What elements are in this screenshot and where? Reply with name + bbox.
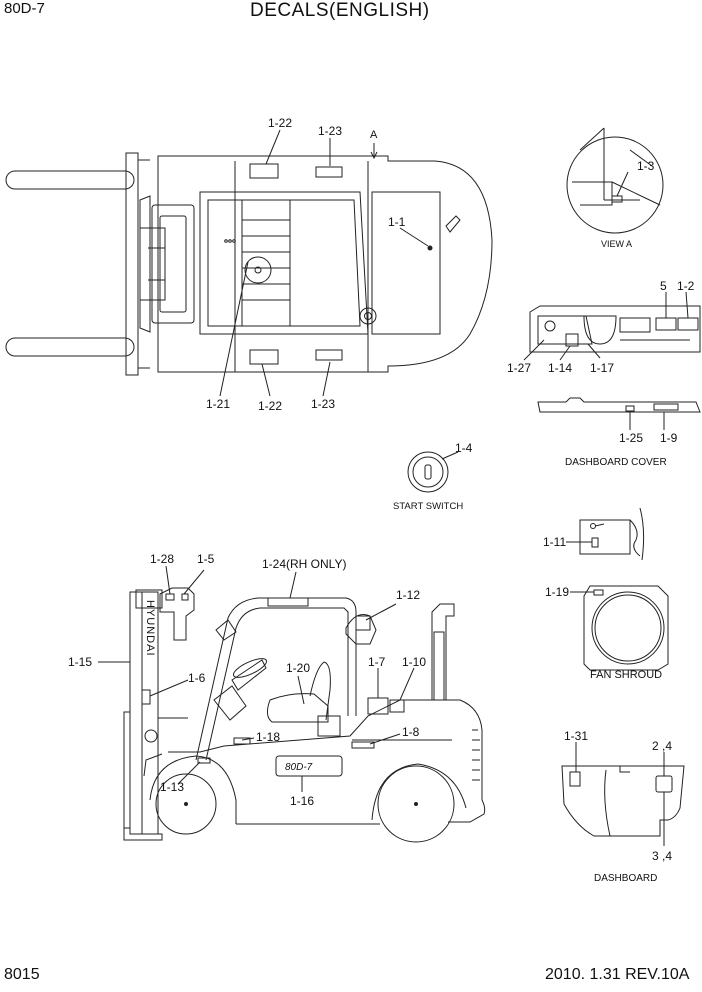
decal-1-12: [355, 615, 371, 631]
decal-1-22-top: [249, 163, 279, 179]
decal-1-5: [181, 593, 189, 601]
carriage-plate: [125, 152, 139, 376]
decal-1-11-detail: [566, 507, 645, 561]
dashboard-cover-label: DASHBOARD COVER: [565, 457, 667, 468]
decal-1-13: [197, 757, 211, 764]
callout-1-15: 1-15: [68, 655, 92, 669]
callout-5: 5: [660, 279, 667, 293]
decal-1-6: [141, 689, 151, 705]
callout-1-1: 1-1: [388, 215, 406, 229]
decal-1-23-bottom: [315, 349, 343, 361]
decal-1-11: [591, 537, 599, 548]
callout-1-20: 1-20: [286, 661, 310, 675]
decal-1-18: [233, 737, 251, 745]
callout-3-4: 3 ,4: [652, 849, 672, 863]
callout-1-31: 1-31: [564, 729, 588, 743]
callout-1-2: 1-2: [677, 279, 695, 293]
decal-1-24: [267, 597, 309, 607]
decal-1-28: [165, 593, 175, 601]
start-switch-label: START SWITCH: [393, 501, 463, 512]
fork-left-bottom: [5, 337, 135, 357]
view-a-detail: [566, 127, 664, 234]
mast: [129, 591, 159, 835]
callout-1-8: 1-8: [402, 725, 420, 739]
callout-1-23-bottom: 1-23: [311, 397, 335, 411]
view-a-label: VIEW A: [601, 239, 632, 249]
fan-shroud-detail: [570, 585, 669, 671]
decal-5: [655, 317, 677, 331]
decal-1-19: [593, 589, 604, 596]
callout-1-22-bottom: 1-22: [258, 399, 282, 413]
top-view-forklift: [5, 129, 493, 397]
callout-1-4: 1-4: [455, 441, 473, 455]
decal-1-22-bottom: [249, 349, 279, 365]
callout-1-13: 1-13: [160, 780, 184, 794]
callout-1-3: 1-3: [637, 159, 655, 173]
callout-1-14: 1-14: [548, 361, 572, 375]
decal-2-4: [655, 775, 673, 793]
callout-1-6: 1-6: [188, 671, 206, 685]
decal-1-7: [367, 697, 389, 715]
decal-1-10: [389, 699, 405, 713]
fan-shroud-label: FAN SHROUD: [590, 669, 662, 681]
page-code: 8015: [4, 966, 40, 983]
body-badge-text: 80D-7: [285, 762, 313, 773]
decal-1-2: [677, 317, 699, 331]
callout-1-9: 1-9: [660, 431, 678, 445]
dashboard-detail: [561, 742, 685, 846]
decal-1-9: [653, 403, 679, 411]
callout-1-24: 1-24(RH ONLY): [262, 557, 346, 571]
callout-1-16: 1-16: [290, 794, 314, 808]
fork-left-top: [5, 170, 135, 190]
mast-brand-text: HYUNDAI: [144, 600, 156, 657]
callout-2-4: 2 ,4: [652, 739, 672, 753]
callout-1-19: 1-19: [545, 585, 569, 599]
dashboard-panel-detail: [523, 291, 701, 361]
start-switch-detail: [407, 451, 459, 493]
decal-1-6-panel: [213, 685, 247, 721]
view-a-marker: A: [370, 129, 378, 141]
decal-1-23-top: [315, 166, 343, 178]
callout-1-18: 1-18: [256, 730, 280, 744]
page-title: DECALS(ENGLISH): [250, 0, 430, 21]
dashboard-cover-detail: [537, 397, 701, 430]
callout-1-5: 1-5: [197, 552, 215, 566]
callout-1-23-top: 1-23: [318, 124, 342, 138]
dashboard-label: DASHBOARD: [594, 873, 657, 884]
decal-1-8: [351, 741, 375, 749]
callout-1-28: 1-28: [150, 552, 174, 566]
revision-label: 2010. 1.31 REV.10A: [545, 966, 690, 983]
decal-1-16-badge: [275, 755, 343, 777]
callout-1-27: 1-27: [507, 361, 531, 375]
decal-1-25: [625, 405, 635, 412]
model-code: 80D-7: [4, 0, 45, 17]
callout-1-17: 1-17: [590, 361, 614, 375]
callout-1-12: 1-12: [396, 588, 420, 602]
rear-wheel: [377, 765, 455, 843]
decal-1-31: [569, 771, 581, 787]
callout-1-7: 1-7: [368, 655, 386, 669]
callout-1-21: 1-21: [206, 397, 230, 411]
callout-1-25: 1-25: [619, 431, 643, 445]
callout-1-10: 1-10: [402, 655, 426, 669]
front-wheel: [155, 773, 217, 835]
callout-1-11: 1-11: [543, 535, 566, 549]
callout-1-22-top: 1-22: [268, 116, 292, 130]
side-view-forklift: [98, 565, 486, 843]
